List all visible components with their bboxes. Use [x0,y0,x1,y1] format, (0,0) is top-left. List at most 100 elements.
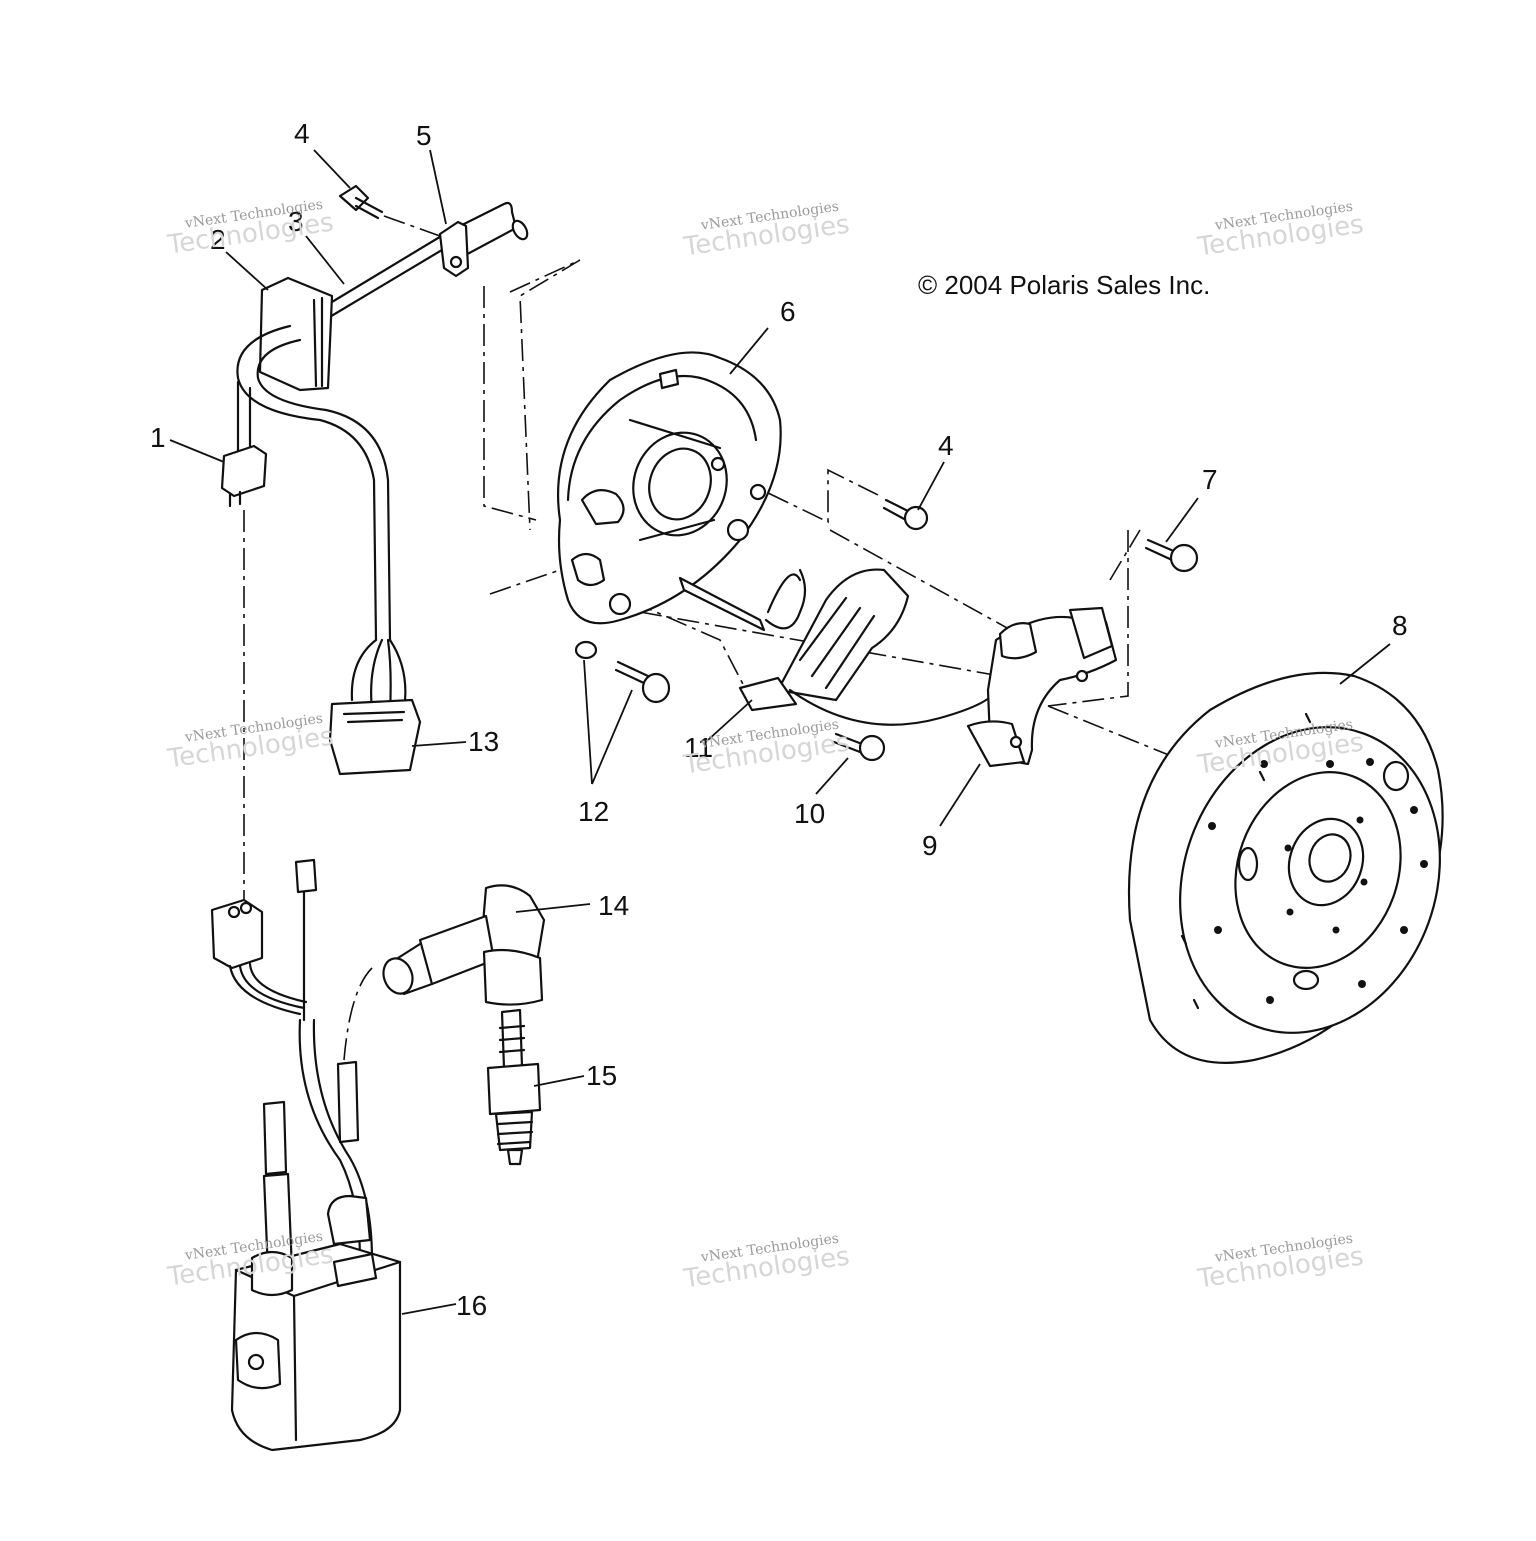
bolt-hole [1208,822,1216,830]
bolt-head [1169,543,1199,573]
leader-3 [305,235,345,285]
bolt-head [338,184,370,212]
callout-6: 6 [780,296,796,327]
leader-2 [225,251,269,291]
assembly-line [1109,529,1141,581]
callout-15: 15 [586,1060,618,1091]
plug-hex [486,1062,542,1116]
flywheel-bore [1308,833,1352,883]
trigger-coil-assembly [678,568,998,726]
spark-plug-cap [382,884,546,1006]
mating-connector [210,898,264,970]
stator-ribs [628,418,722,542]
leader-9 [939,763,981,827]
stator-boss [726,518,750,542]
leader-15 [533,1075,585,1087]
callout-1: 1 [150,422,166,453]
leader-8 [1339,643,1391,685]
bolt-thread [1144,538,1178,562]
bolt-thread [614,660,650,686]
stator-boss-low [608,592,632,616]
bullet-terminal [294,858,318,894]
assembly-line [383,215,441,237]
regulator-fins [312,296,324,388]
flywheel-window [1237,846,1259,882]
assembly-line [1047,530,1129,707]
loop-wire [766,573,802,614]
copyright-notice: © 2004 Polaris Sales Inc. [918,270,1211,300]
ignition-coil [230,1060,402,1452]
assembly-line [483,286,537,521]
stator-slot [580,489,625,526]
leader-4a [313,149,351,189]
leader-7 [1165,497,1199,543]
coil-output-boot [250,1250,294,1297]
flywheel-window [1292,969,1320,991]
bolt-hole [1358,980,1366,988]
pickup-wire [788,688,998,726]
leader-14 [515,903,591,913]
stator-hole [749,483,767,501]
bolt-hole [1366,758,1374,766]
washer [574,640,598,660]
bolt-hole [1400,926,1408,934]
flywheel-notches [1180,712,1312,1010]
cap-collar [482,948,544,1006]
callout-4-top: 4 [294,118,310,149]
main-wire-b [256,338,392,642]
callout-5: 5 [416,120,432,151]
callout-4-mid: 4 [938,430,954,461]
leader-5 [429,149,447,225]
bolt-12 [614,660,671,704]
leader-13 [411,741,467,747]
stator-center-hole [648,447,712,521]
leader-12 [583,659,633,785]
callout-14: 14 [598,890,630,921]
coil-lead-bar [678,576,766,632]
coil-input-boot [332,1252,378,1288]
pulser-hole [1009,735,1023,749]
coil-post [336,1060,360,1144]
callout-16: 16 [456,1290,488,1321]
coil-winding [798,596,876,690]
clamp [438,220,470,278]
callout-10: 10 [794,798,826,829]
bolt-head [641,672,671,704]
assembly-line [699,459,881,524]
bolt-hole [1410,806,1418,814]
flywheel [1127,671,1444,1064]
stator-slot-low [570,552,606,587]
connector-pins [228,490,242,508]
bolt-hole [1420,860,1428,868]
flywheel-window [1382,760,1410,792]
leader-11 [707,699,753,741]
bolt-4-top [338,184,384,220]
harness-assembly [220,201,529,776]
connector-plug [220,444,268,498]
bolt-head [858,734,886,762]
leader-4b [917,461,945,511]
assembly-line [829,529,1019,635]
bolt-7 [1144,538,1199,573]
stator-tab [658,368,680,390]
bolt-hole [1284,844,1292,852]
assembly-line [509,259,581,531]
flywheel-hub-ring [1234,771,1402,969]
bolt-4-mid [882,498,929,531]
cap-boot [418,914,496,986]
tube-opening [511,219,529,241]
bolt-thread [832,732,864,754]
connector-ribs [342,710,406,724]
spark-plug [486,1008,542,1166]
plug-thread-lines [496,1120,534,1146]
main-wire [236,324,378,642]
callout-9: 9 [922,830,938,861]
bolt-hole [1360,878,1368,886]
leader-10 [815,757,849,795]
callout-12: 12 [578,796,610,827]
connector-wires [228,962,308,1016]
bolt-hole [1260,760,1268,768]
pulser-hole [1075,669,1089,683]
callout-7: 7 [1202,464,1218,495]
